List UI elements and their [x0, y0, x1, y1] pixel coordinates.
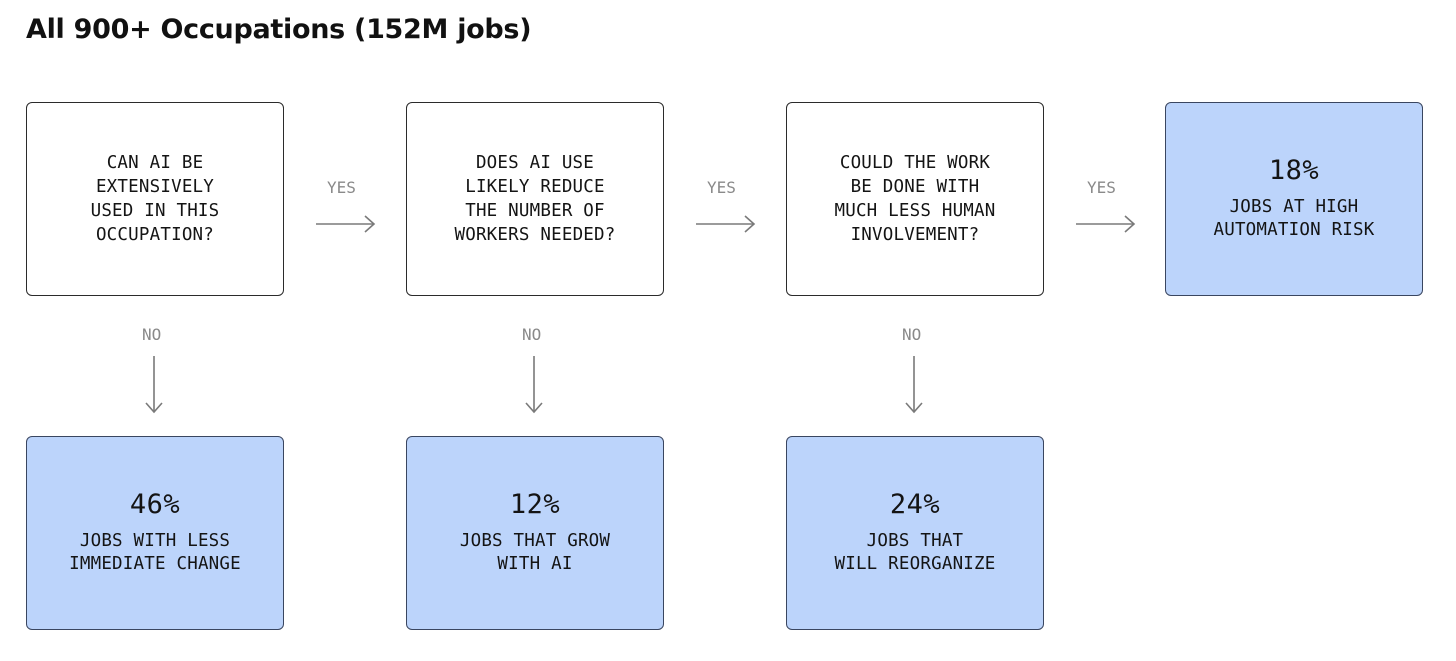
no-label-1: NO	[142, 325, 162, 344]
outcome-percent: 18%	[1268, 155, 1320, 186]
question-text-3: COULD THE WORK BE DONE WITH MUCH LESS HU…	[834, 153, 996, 245]
outcome-label: JOBS AT HIGH AUTOMATION RISK	[1213, 197, 1375, 240]
outcome-percent: 12%	[509, 489, 561, 520]
outcome-percent: 24%	[889, 489, 941, 520]
outcome-less-immediate-change: 46% JOBS WITH LESS IMMEDIATE CHANGE	[26, 436, 284, 630]
question-box-2: DOES AI USE LIKELY REDUCE THE NUMBER OF …	[406, 102, 664, 296]
outcome-grow-with-ai: 12% JOBS THAT GROW WITH AI	[406, 436, 664, 630]
yes-label-2: YES	[707, 178, 736, 197]
no-label-2: NO	[522, 325, 542, 344]
question-text-1: CAN AI BE EXTENSIVELY USED IN THIS OCCUP…	[90, 153, 220, 245]
yes-label-3: YES	[1087, 178, 1116, 197]
outcome-label: JOBS THAT WILL REORGANIZE	[834, 531, 996, 574]
outcome-label: JOBS WITH LESS IMMEDIATE CHANGE	[69, 531, 241, 574]
right-arrow-icon	[696, 215, 756, 233]
outcome-high-automation-risk: 18% JOBS AT HIGH AUTOMATION RISK	[1165, 102, 1423, 296]
outcome-will-reorganize: 24% JOBS THAT WILL REORGANIZE	[786, 436, 1044, 630]
question-text-2: DOES AI USE LIKELY REDUCE THE NUMBER OF …	[454, 153, 616, 245]
down-arrow-icon	[905, 356, 923, 414]
question-box-1: CAN AI BE EXTENSIVELY USED IN THIS OCCUP…	[26, 102, 284, 296]
yes-label-1: YES	[327, 178, 356, 197]
question-box-3: COULD THE WORK BE DONE WITH MUCH LESS HU…	[786, 102, 1044, 296]
right-arrow-icon	[1076, 215, 1136, 233]
down-arrow-icon	[145, 356, 163, 414]
diagram-title: All 900+ Occupations (152M jobs)	[26, 14, 532, 45]
outcome-percent: 46%	[129, 489, 181, 520]
right-arrow-icon	[316, 215, 376, 233]
no-label-3: NO	[902, 325, 922, 344]
down-arrow-icon	[525, 356, 543, 414]
outcome-label: JOBS THAT GROW WITH AI	[459, 531, 611, 574]
